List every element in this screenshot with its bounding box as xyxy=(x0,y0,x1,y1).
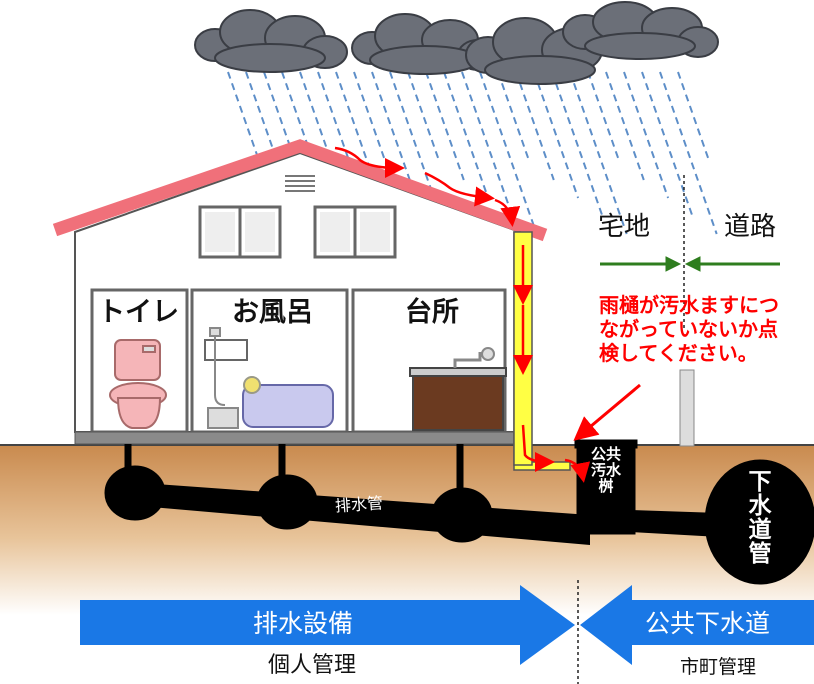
drain-pipe-system xyxy=(104,439,814,585)
room-label-bath: お風呂 xyxy=(232,297,313,328)
rain-streak xyxy=(533,71,580,199)
inspection-chamber-3 xyxy=(431,487,493,543)
rain-streak xyxy=(677,71,711,163)
inspection-note: 雨樋が汚水ますにつ ながっていないか点 検してください。 xyxy=(599,293,779,365)
drain-pipe-label: 排水管 xyxy=(334,493,384,516)
municipal-management-label: 市町管理 xyxy=(680,656,757,678)
rain-streak xyxy=(407,71,441,163)
rain-streak xyxy=(443,71,490,199)
rain-streak xyxy=(461,71,514,217)
toilet-fixture xyxy=(109,339,167,429)
zone-arrows xyxy=(600,256,780,272)
rain-flow-arrows xyxy=(334,146,641,483)
foundation xyxy=(74,431,521,445)
private-management-label: 個人管理 xyxy=(268,653,357,678)
sewer-main xyxy=(704,459,814,585)
rain-streak xyxy=(623,71,670,199)
rain-streak xyxy=(317,71,351,163)
rain-streak xyxy=(551,71,604,217)
rain-streak xyxy=(569,71,628,235)
roof-vent xyxy=(285,175,315,192)
private-equipment-label: 排水設備 xyxy=(253,609,354,638)
inspection-chamber-1 xyxy=(104,465,166,521)
public-basin xyxy=(576,443,636,535)
cloud-4 xyxy=(562,1,719,60)
clouds xyxy=(194,1,719,85)
zone-label-private-land: 宅地 xyxy=(598,212,651,242)
cloud-1 xyxy=(194,9,348,73)
rain-streak xyxy=(371,71,424,217)
rain-streak xyxy=(587,71,621,163)
rain-streak xyxy=(659,71,718,235)
rain-streak xyxy=(227,71,261,163)
private-equipment-arrow xyxy=(80,585,575,665)
room-label-kitchen: 台所 xyxy=(405,297,459,328)
inspection-chamber-2 xyxy=(256,474,318,530)
room-label-toilet: トイレ xyxy=(98,297,179,328)
public-sewer-arrow xyxy=(580,585,814,665)
utility-pole xyxy=(679,369,695,447)
rain-streak xyxy=(605,71,645,181)
upper-window-right xyxy=(313,205,397,259)
rain-streak xyxy=(389,71,448,235)
bathtub-fixture xyxy=(204,327,334,429)
zone-label-road: 道路 xyxy=(724,212,777,242)
rain-streak xyxy=(425,71,465,181)
public-sewer-label: 公共下水道 xyxy=(645,609,771,638)
upper-window-left xyxy=(198,205,282,259)
rain-streak xyxy=(497,71,531,163)
cloud-3 xyxy=(465,17,603,85)
rain-streak xyxy=(515,71,555,181)
public-basin-label: 公共 汚水 桝 xyxy=(590,445,621,495)
kitchen-sink-fixture xyxy=(409,347,507,431)
rain-streak xyxy=(479,71,538,235)
rain-streak xyxy=(641,71,694,217)
roof xyxy=(52,139,548,242)
sewer-main-label: 下 水 道 管 xyxy=(748,469,772,568)
